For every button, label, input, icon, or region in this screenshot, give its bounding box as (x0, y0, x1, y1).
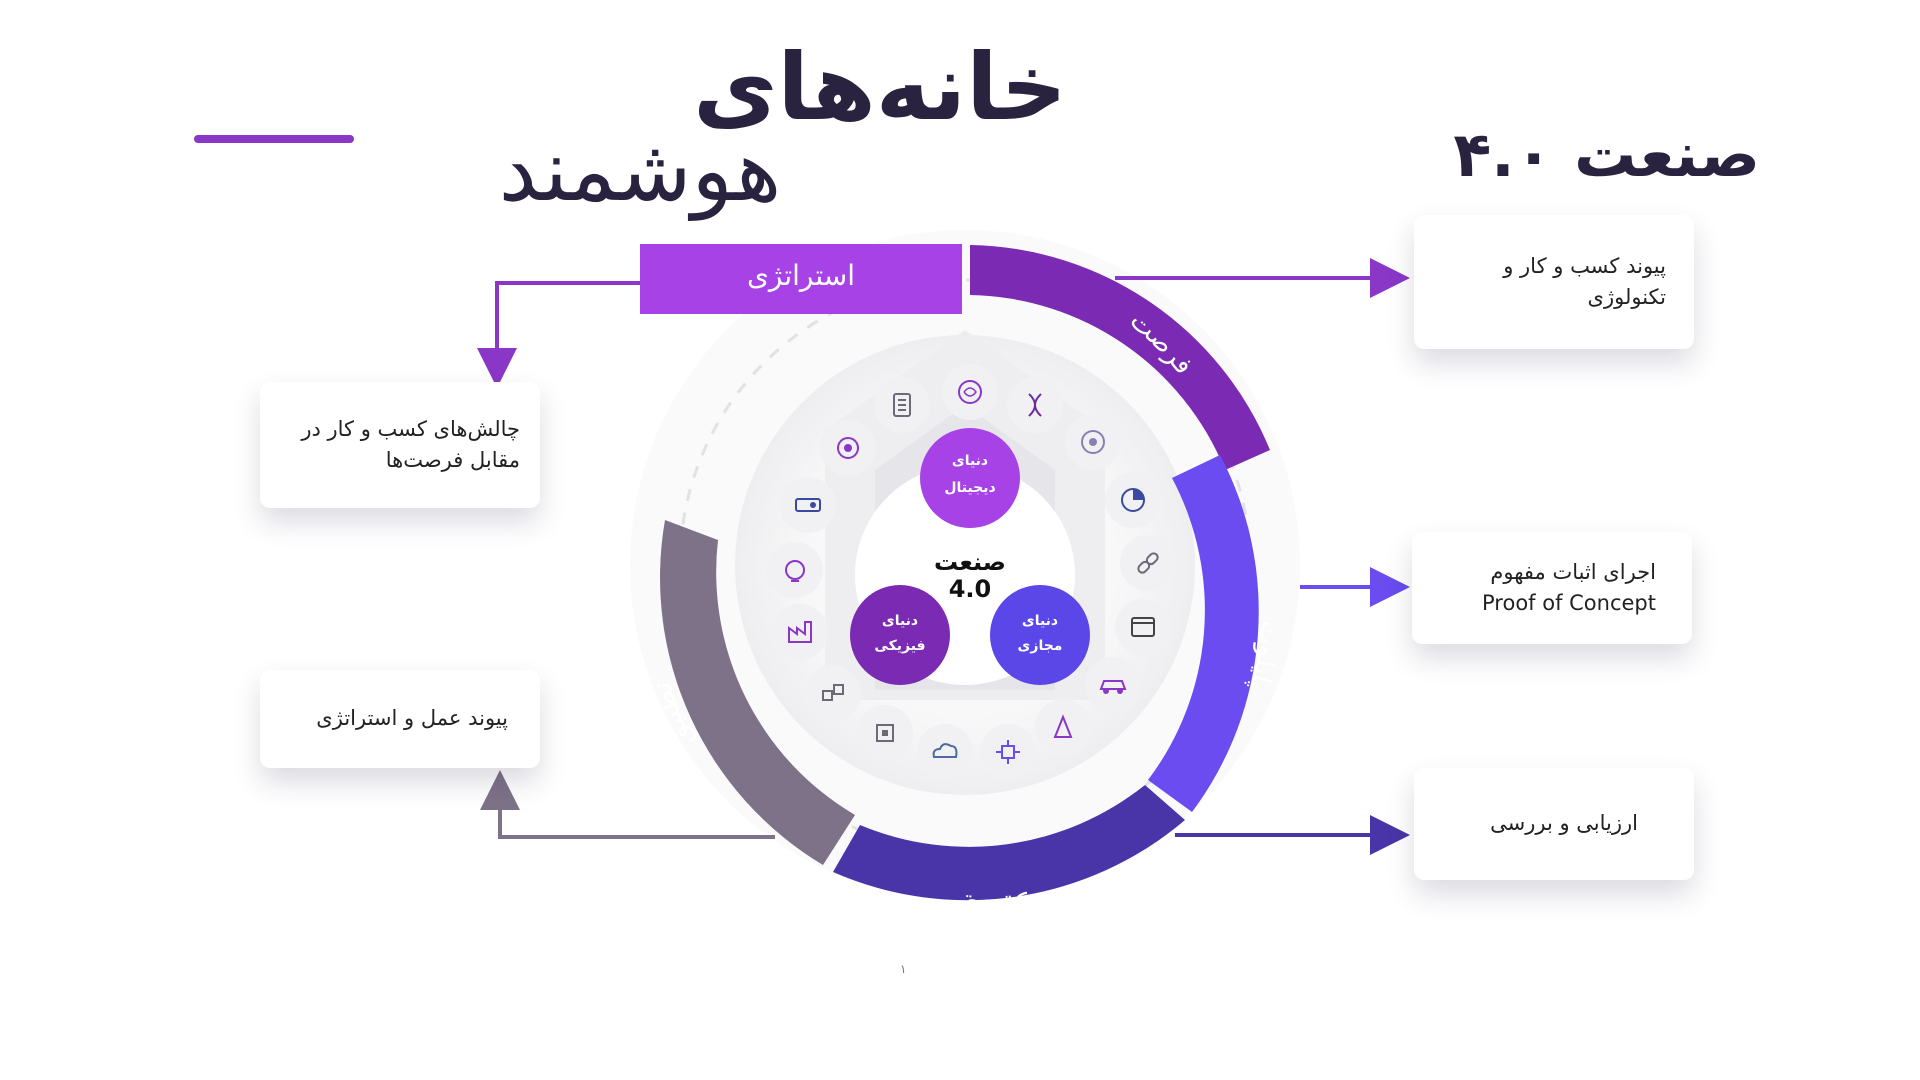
digital-world-label-1: دنیای (952, 453, 988, 469)
physical-world-circle (850, 585, 950, 685)
support-agent-icon (1065, 414, 1121, 470)
brain-icon (942, 364, 998, 420)
ring-segment-application (660, 520, 855, 865)
dna-icon (1007, 377, 1063, 433)
card-proof-of-concept: اجرای اثبات مفهوم Proof of Concept (1412, 532, 1692, 644)
strategy-banner (640, 244, 962, 314)
page-subtitle: هوشمند (498, 121, 782, 221)
card-business-technology-line1: پیوند کسب و کار و (1503, 253, 1666, 278)
robot-hand-icon (1035, 699, 1091, 755)
projector-icon (780, 477, 836, 533)
stage-learning: یادگیری (963, 888, 1050, 924)
physical-world-label-1: دنیای (882, 613, 918, 629)
card-action-strategy: پیوند عمل و استراتژی (260, 670, 540, 768)
cubes-icon (805, 665, 861, 721)
connector-application-action (480, 770, 775, 839)
card-business-technology: پیوند کسب و کار و تکنولوژی (1414, 215, 1694, 349)
document-icon (874, 377, 930, 433)
car-icon (1085, 657, 1141, 713)
card-business-challenges: چالش‌های کسب و کار در مقابل فرصت‌ها (260, 382, 540, 508)
card-poc-line1: اجرای اثبات مفهوم (1490, 559, 1656, 584)
browser-window-icon (1115, 599, 1171, 655)
virtual-world-label-1: دنیای (1022, 613, 1058, 629)
section-title: صنعت ۴.۰ (1453, 118, 1760, 191)
card-action-strategy-line1: پیوند عمل و استراتژی (316, 706, 508, 731)
page-number: ١ (900, 962, 907, 976)
center-title: صنعت (934, 548, 1006, 576)
link-icon (1120, 535, 1176, 591)
card-business-challenges-line2: مقابل فرصت‌ها (385, 448, 520, 472)
ring-segment-opportunity (970, 245, 1270, 470)
bulb-gear-icon (767, 542, 823, 598)
card-poc-line2: Proof of Concept (1482, 591, 1656, 615)
physical-world-label-2: فیزیکی (874, 638, 925, 654)
digital-world-label-2: دیجیتال (944, 480, 995, 496)
stage-strategy: استراتژی (747, 259, 855, 292)
connector-strategy-challenges (477, 281, 640, 388)
pie-chart-icon (1105, 472, 1161, 528)
cpu-icon (857, 705, 913, 761)
center-version: 4.0 (949, 575, 992, 603)
virtual-world-circle (990, 585, 1090, 685)
card-evaluation-line1: ارزیابی و بررسی (1490, 811, 1638, 836)
card-business-technology-line2: تکنولوژی (1587, 285, 1666, 309)
page-title: خانه‌های (693, 34, 1067, 141)
circuit-icon (820, 420, 876, 476)
digital-world-circle (920, 428, 1020, 528)
ring-segment-pilot (1148, 455, 1259, 812)
ring-segment-learning (833, 785, 1185, 901)
virtual-world-label-2: مجازی (1018, 638, 1063, 654)
cloud-icon (917, 724, 973, 780)
icon-orbit (767, 364, 1176, 780)
factory-icon (772, 604, 828, 660)
title-accent-line (194, 135, 354, 143)
chip-network-icon (980, 724, 1036, 780)
card-evaluation: ارزیابی و بررسی (1414, 768, 1694, 880)
card-business-challenges-line1: چالش‌های کسب و کار در (301, 416, 520, 441)
